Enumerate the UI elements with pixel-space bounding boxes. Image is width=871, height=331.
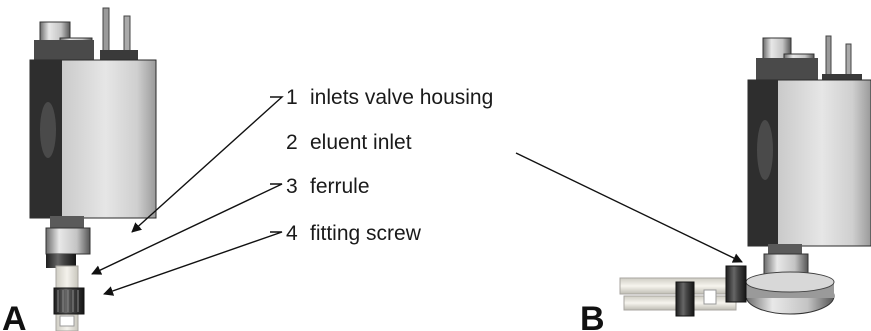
leader-2 xyxy=(515,152,743,263)
label-3-number: 3 xyxy=(286,175,298,198)
lower-stem-b xyxy=(768,244,802,256)
panel-label-a: A xyxy=(2,300,27,331)
leader-1 xyxy=(131,96,284,233)
knurl-lines-a xyxy=(57,290,79,312)
top-base-b xyxy=(756,58,818,82)
label-2-number: 2 xyxy=(286,131,298,154)
lower-stem-a xyxy=(50,216,84,230)
label-4-text: fitting screw xyxy=(310,222,422,245)
panel-label-b: B xyxy=(580,300,605,331)
fitting-screw-b1 xyxy=(675,281,695,317)
label-1-text: inlets valve housing xyxy=(310,86,493,109)
label-2-text: eluent inlet xyxy=(310,131,412,154)
label-3-text: ferrule xyxy=(310,175,370,198)
ferrule-tip-a xyxy=(59,315,75,327)
fitting-screw-b2 xyxy=(725,265,747,303)
photo-b xyxy=(619,35,871,317)
leader-4 xyxy=(103,231,283,296)
fitting-screw-a xyxy=(53,287,85,315)
pin-a3 xyxy=(100,50,138,60)
ferrule-collar-a xyxy=(46,254,76,268)
leader-3 xyxy=(91,183,283,275)
ferrule-b xyxy=(703,289,717,305)
lower-nut-a xyxy=(45,227,91,255)
callout-labels: 1 inlets valve housing 2 eluent inlet 3 … xyxy=(286,86,493,245)
pin-a1 xyxy=(102,7,110,57)
label-4-number: 4 xyxy=(286,222,298,245)
label-1-number: 1 xyxy=(286,86,298,109)
pin-b3 xyxy=(822,74,862,84)
housing-hole-b xyxy=(757,120,773,180)
housing-hole-a xyxy=(40,102,56,158)
photo-a xyxy=(29,7,157,331)
leader-lines xyxy=(91,96,743,296)
pin-b1 xyxy=(825,35,832,79)
inlet-cap-top-b xyxy=(745,271,835,293)
